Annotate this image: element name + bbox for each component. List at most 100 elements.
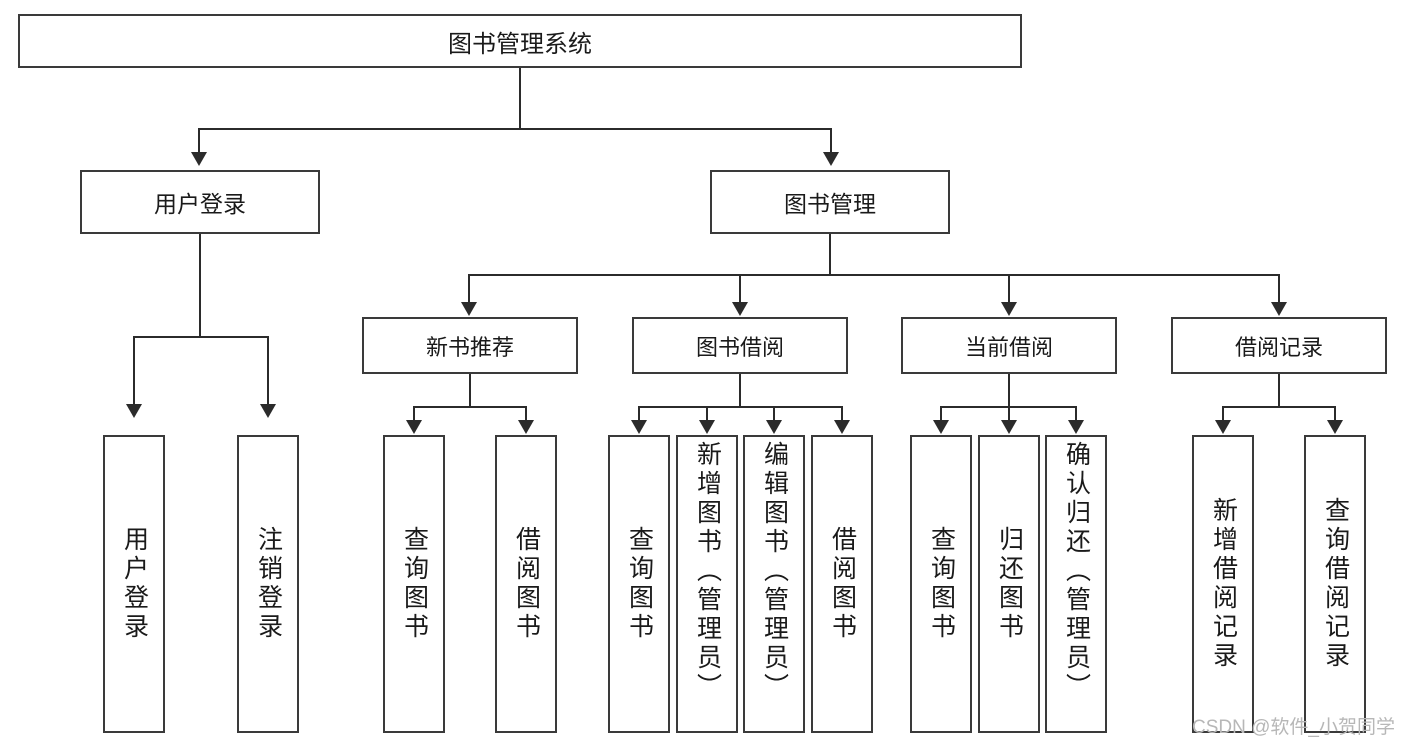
connector-current-borrow-stem	[1008, 374, 1010, 406]
node-root-system[interactable]: 图书管理系统	[18, 14, 1022, 68]
leaf-current-borrow-return[interactable]: 归还图书	[978, 435, 1040, 733]
connector-root-to-user-login	[198, 128, 200, 152]
arrowhead-book-manage-child-2	[732, 302, 748, 316]
connector-borrow-record-stem	[1278, 374, 1280, 406]
node-label: 借阅记录	[1234, 334, 1323, 360]
leaf-label: 新增借阅记录	[1209, 497, 1238, 671]
leaf-content: 用户登录	[105, 437, 163, 731]
arrowhead-book-manage-child-4	[1271, 302, 1287, 316]
leaf-label: 编辑图书（管理员）	[760, 441, 789, 702]
node-user-login[interactable]: 用户登录	[80, 170, 320, 234]
connector-book-manage-drop-3	[1008, 274, 1010, 302]
leaf-user-login-login[interactable]: 用户登录	[103, 435, 165, 733]
arrowhead-new-book-leaf-2	[518, 420, 534, 434]
leaf-label: 用户登录	[120, 526, 149, 642]
connector-new-book-bus	[413, 406, 527, 408]
leaf-book-borrow-query[interactable]: 查询图书	[608, 435, 670, 733]
node-label: 用户登录	[154, 191, 246, 217]
leaf-label: 查询图书	[927, 526, 956, 642]
csdn-watermark: CSDN @软件_小贺同学	[1192, 717, 1395, 738]
node-label: 图书管理系统	[448, 30, 592, 58]
leaf-borrow-record-add[interactable]: 新增借阅记录	[1192, 435, 1254, 733]
node-label: 图书借阅	[695, 334, 784, 360]
arrowhead-user-login-leaf-2	[260, 404, 276, 418]
leaf-label: 归还图书	[995, 526, 1024, 642]
leaf-content: 新增借阅记录	[1194, 437, 1252, 731]
leaf-user-login-logout[interactable]: 注销登录	[237, 435, 299, 733]
connector-new-book-stem	[469, 374, 471, 406]
node-new-book-recommend[interactable]: 新书推荐	[362, 317, 578, 374]
connector-book-manage-drop-2	[739, 274, 741, 302]
leaf-current-borrow-confirm[interactable]: 确认归还（管理员）	[1045, 435, 1107, 733]
arrowhead-current-borrow-leaf-3	[1068, 420, 1084, 434]
connector-book-borrow-bus	[638, 406, 843, 408]
leaf-new-book-borrow[interactable]: 借阅图书	[495, 435, 557, 733]
connector-root-bus	[198, 128, 832, 130]
leaf-content: 确认归还（管理员）	[1047, 437, 1105, 735]
arrowhead-root-to-user-login	[191, 152, 207, 166]
arrowhead-borrow-record-leaf-1	[1215, 420, 1231, 434]
connector-book-manage-stem	[829, 234, 831, 274]
leaf-content: 借阅图书	[497, 437, 555, 731]
arrowhead-book-borrow-leaf-4	[834, 420, 850, 434]
connector-root-to-book-manage	[830, 128, 832, 152]
leaf-content: 编辑图书（管理员）	[745, 437, 803, 735]
connector-user-login-drop-1	[133, 336, 135, 404]
connector-user-login-bus	[133, 336, 267, 338]
connector-book-manage-drop-1	[468, 274, 470, 302]
leaf-content: 查询借阅记录	[1306, 437, 1364, 731]
connector-new-book-drop-2	[525, 406, 527, 420]
connector-book-borrow-drop-3	[773, 406, 775, 420]
leaf-label: 确认归还（管理员）	[1062, 441, 1091, 702]
leaf-content: 注销登录	[239, 437, 297, 731]
connector-book-borrow-drop-1	[638, 406, 640, 420]
leaf-book-borrow-add[interactable]: 新增图书（管理员）	[676, 435, 738, 733]
arrowhead-borrow-record-leaf-2	[1327, 420, 1343, 434]
leaf-book-borrow-borrow[interactable]: 借阅图书	[811, 435, 873, 733]
connector-current-borrow-drop-1	[940, 406, 942, 420]
leaf-content: 查询图书	[610, 437, 668, 731]
leaf-label: 借阅图书	[828, 526, 857, 642]
arrowhead-current-borrow-leaf-1	[933, 420, 949, 434]
arrowhead-user-login-leaf-1	[126, 404, 142, 418]
leaf-content: 查询图书	[385, 437, 443, 731]
connector-book-borrow-drop-2	[706, 406, 708, 420]
node-label: 当前借阅	[964, 334, 1053, 360]
leaf-book-borrow-edit[interactable]: 编辑图书（管理员）	[743, 435, 805, 733]
connector-book-borrow-stem	[739, 374, 741, 406]
leaf-label: 借阅图书	[512, 526, 541, 642]
arrowhead-book-manage-child-1	[461, 302, 477, 316]
leaf-content: 借阅图书	[813, 437, 871, 731]
leaf-content: 新增图书（管理员）	[678, 437, 736, 735]
connector-book-manage-drop-4	[1278, 274, 1280, 302]
connector-book-borrow-drop-4	[841, 406, 843, 420]
connector-borrow-record-bus	[1222, 406, 1336, 408]
leaf-borrow-record-query[interactable]: 查询借阅记录	[1304, 435, 1366, 733]
arrowhead-current-borrow-leaf-2	[1001, 420, 1017, 434]
node-borrow-record[interactable]: 借阅记录	[1171, 317, 1387, 374]
arrowhead-new-book-leaf-1	[406, 420, 422, 434]
leaf-content: 归还图书	[980, 437, 1038, 731]
leaf-new-book-query[interactable]: 查询图书	[383, 435, 445, 733]
node-label: 新书推荐	[425, 334, 514, 360]
arrowhead-book-borrow-leaf-3	[766, 420, 782, 434]
leaf-current-borrow-query[interactable]: 查询图书	[910, 435, 972, 733]
connector-user-login-stem	[199, 234, 201, 336]
node-current-borrow[interactable]: 当前借阅	[901, 317, 1117, 374]
leaf-label: 注销登录	[254, 526, 283, 642]
arrowhead-book-manage-child-3	[1001, 302, 1017, 316]
node-book-management[interactable]: 图书管理	[710, 170, 950, 234]
leaf-content: 查询图书	[912, 437, 970, 731]
connector-user-login-drop-2	[267, 336, 269, 404]
leaf-label: 查询借阅记录	[1321, 497, 1350, 671]
connector-borrow-record-drop-2	[1334, 406, 1336, 420]
arrowhead-root-to-book-manage	[823, 152, 839, 166]
leaf-label: 新增图书（管理员）	[693, 441, 722, 702]
arrowhead-book-borrow-leaf-2	[699, 420, 715, 434]
connector-book-manage-bus	[468, 274, 1280, 276]
node-book-borrow[interactable]: 图书借阅	[632, 317, 848, 374]
connector-new-book-drop-1	[413, 406, 415, 420]
arrowhead-book-borrow-leaf-1	[631, 420, 647, 434]
connector-current-borrow-drop-3	[1075, 406, 1077, 420]
